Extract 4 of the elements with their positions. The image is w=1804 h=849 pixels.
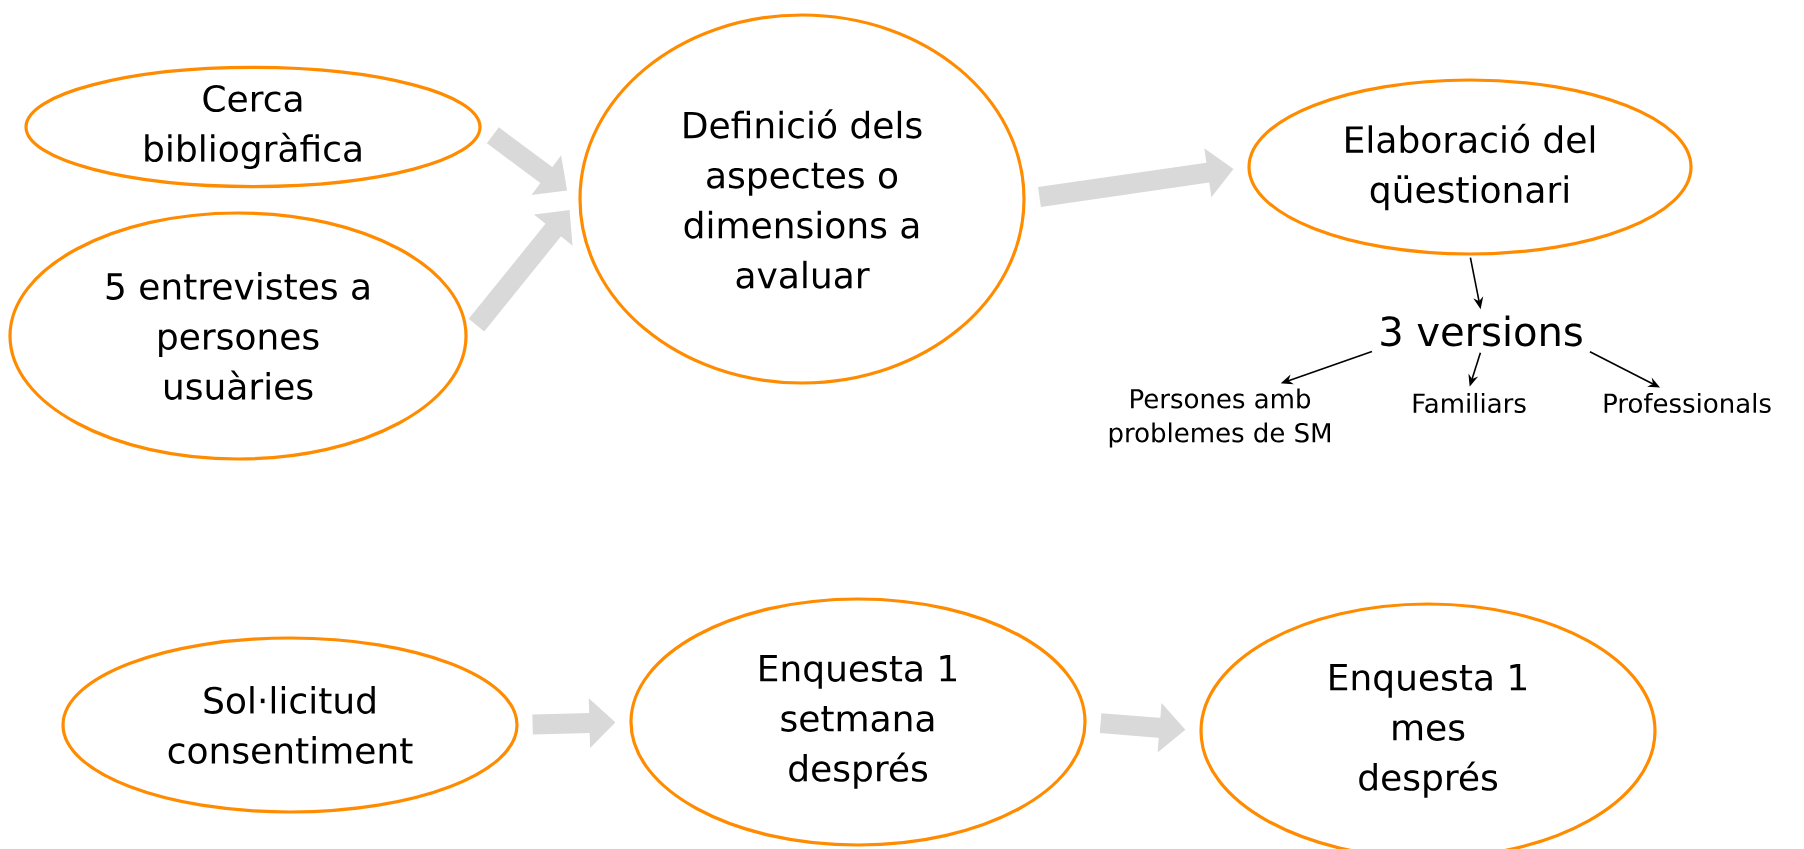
version-label: 3 versions — [1381, 315, 1582, 347]
audience-label: Persones amb problemes de SM — [1109, 388, 1330, 448]
audience-label: Professionals — [1604, 392, 1771, 414]
audience-label: Familiars — [1413, 392, 1526, 414]
